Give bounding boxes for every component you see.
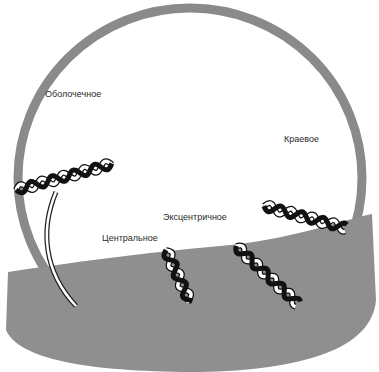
placenta xyxy=(6,214,376,372)
membrane-vessel xyxy=(47,192,76,306)
cord-strand xyxy=(264,206,347,229)
cord-strand xyxy=(164,250,192,301)
membrane-vessel xyxy=(47,192,76,306)
attachment-label: Эксцентричное xyxy=(163,213,227,222)
cord-strand xyxy=(236,246,301,301)
attachment-label: Центральное xyxy=(102,234,158,243)
cord-strand xyxy=(16,163,112,192)
umbilical-cords xyxy=(16,161,347,306)
attachment-label: Краевое xyxy=(284,135,319,144)
attachment-label: Оболочечное xyxy=(45,90,101,99)
